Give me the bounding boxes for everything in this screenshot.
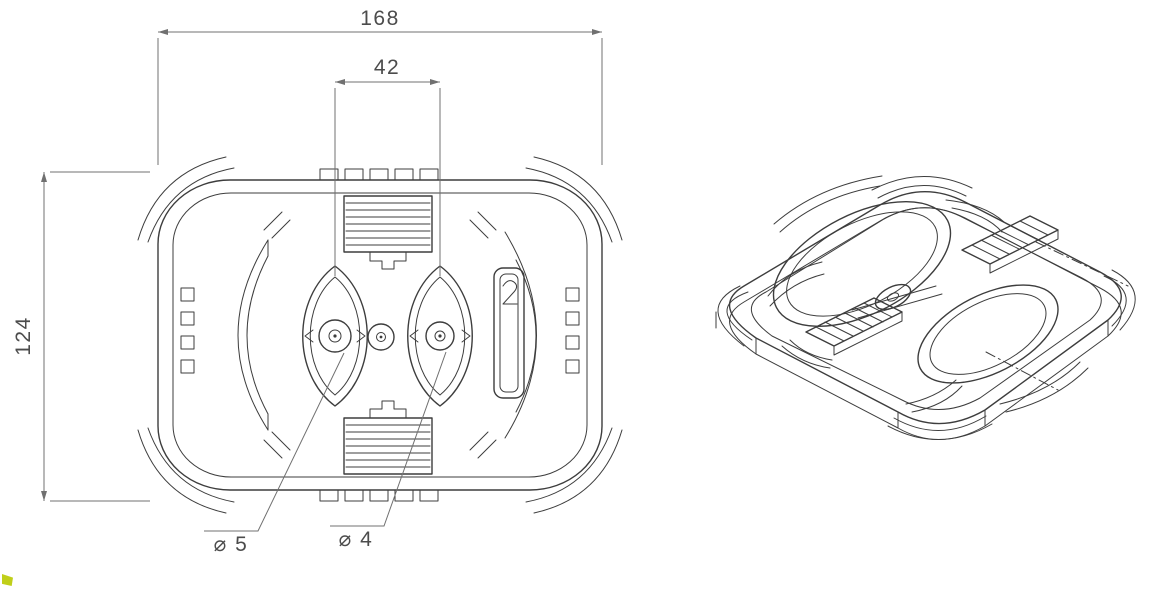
bottom-teeth <box>319 489 439 502</box>
iso-corner-tabs <box>717 175 1136 440</box>
corner-mark <box>2 574 13 586</box>
side-ports <box>180 287 580 374</box>
iso-crimp-block-left <box>805 297 903 356</box>
guide-walls <box>237 211 537 459</box>
dim-label-left-hole: ⌀ 5 <box>214 533 249 556</box>
corner-tabs <box>137 156 623 514</box>
leader-left-hole: ⌀ 5 <box>204 352 345 556</box>
iso-crimp-block-right <box>961 215 1059 274</box>
crimp-block-top <box>343 195 433 270</box>
crimp-block-bottom <box>343 400 433 475</box>
dim-label-hole-spacing: 42 <box>374 56 400 79</box>
dim-label-total-height: 124 <box>12 316 35 356</box>
leader-right-hole: ⌀ 4 <box>330 351 447 551</box>
dimension-hole-spacing: 42 <box>334 56 441 276</box>
tray-body-outline <box>157 168 603 502</box>
iso-guide-fins <box>767 199 1005 413</box>
isometric-view <box>715 175 1136 440</box>
latch-slot <box>493 267 525 399</box>
dim-label-right-hole: ⌀ 4 <box>339 528 374 551</box>
spool-right <box>407 265 473 407</box>
front-view: 168 42 124 ⌀ 5 ⌀ 4 <box>12 7 623 556</box>
iso-tray-rim <box>715 191 1122 440</box>
iso-spools <box>772 200 1059 384</box>
dim-label-total-width: 168 <box>360 7 400 30</box>
top-teeth <box>319 168 439 181</box>
dimension-total-height: 124 <box>12 171 150 502</box>
dimension-total-width: 168 <box>157 7 603 165</box>
spool-left <box>302 265 368 407</box>
center-pivot <box>367 323 395 351</box>
iso-centerlines <box>985 241 1129 391</box>
